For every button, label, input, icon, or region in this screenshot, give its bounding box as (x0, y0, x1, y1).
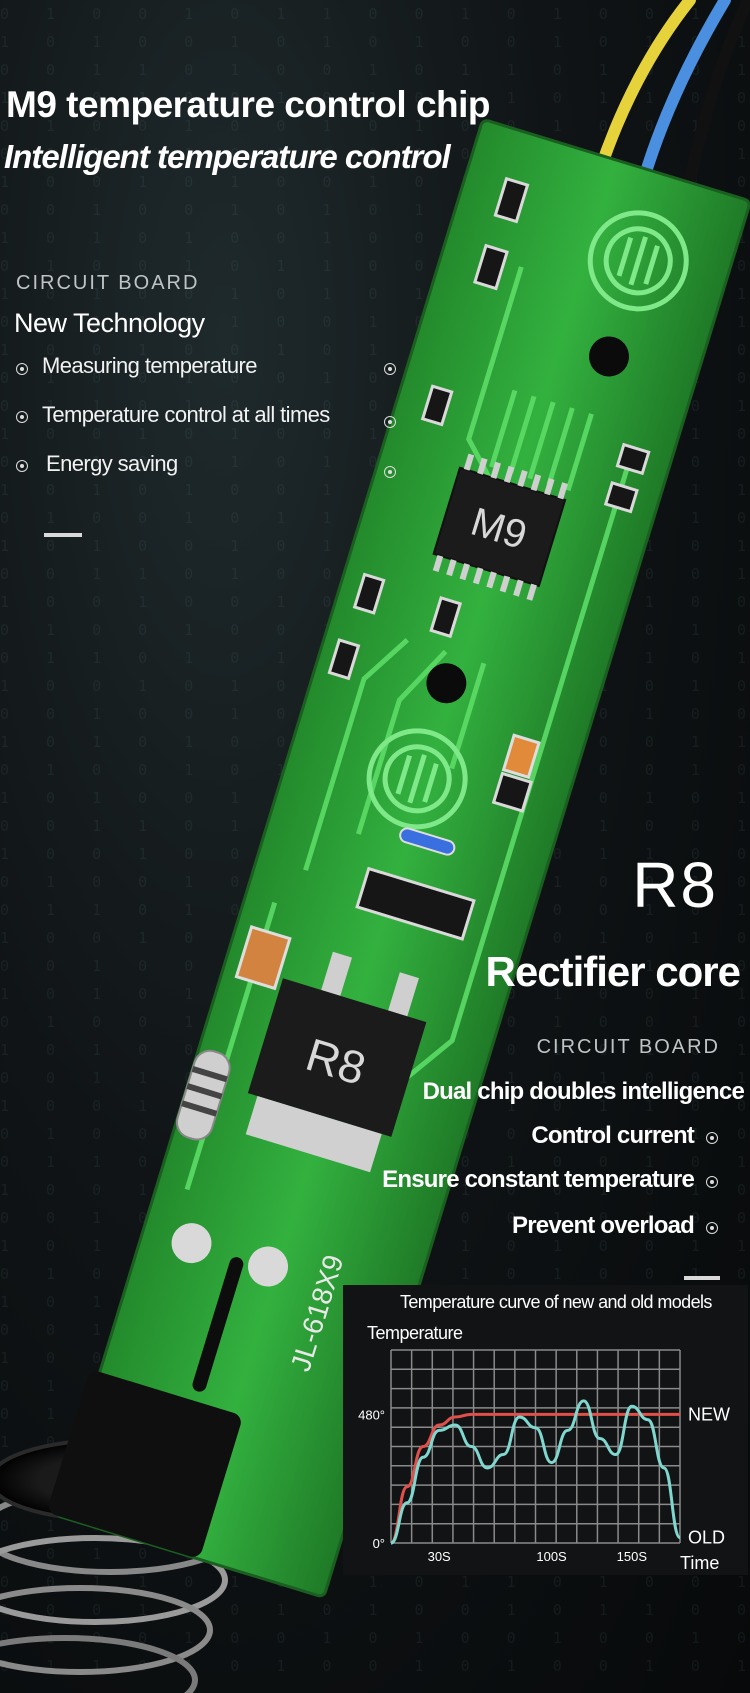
r8-feature-item: Dual chip doubles intelligence (422, 1078, 745, 1105)
x-tick-label: 30S (428, 1549, 451, 1564)
r8-feature-item: Control current (531, 1122, 694, 1149)
yellow-wire (594, 0, 696, 176)
bullet-icon (384, 363, 396, 375)
capacitor-orange (501, 733, 541, 780)
bullet-icon (16, 411, 28, 423)
divider-dash (684, 1276, 720, 1280)
bullet-icon (16, 460, 28, 472)
legend-label-old: OLD (688, 1528, 725, 1548)
x-tick-label: 150S (617, 1549, 648, 1564)
bullet-icon (16, 363, 28, 375)
terminal-block (48, 1371, 241, 1557)
black-wire (684, 0, 750, 186)
r8-feature-item: Prevent overload (512, 1212, 695, 1239)
m9-circuit-board-label: CIRCUIT BOARD (16, 272, 200, 294)
board-slot (192, 1257, 244, 1392)
solder-joint-left (171, 1223, 212, 1264)
m9-feature-item: Energy saving (46, 451, 178, 476)
r8-heading: Rectifier core (485, 948, 741, 995)
m9-heading: New Technology (14, 308, 205, 338)
y-tick-label: 0° (373, 1536, 385, 1551)
y-tick-label: 480° (358, 1407, 385, 1422)
diode (399, 827, 456, 856)
bullet-icon (384, 466, 396, 478)
capacitor-orange-2 (234, 925, 292, 991)
r8-feature-item: Ensure constant temperature (382, 1166, 695, 1193)
bullet-icon (384, 416, 396, 428)
r8-title: R8 (632, 849, 718, 921)
chart-title: Temperature curve of new and old models (400, 1292, 712, 1312)
m9-feature-item: Measuring temperature (42, 353, 257, 378)
smd-components (327, 176, 651, 941)
mount-hole-top (589, 336, 630, 377)
m9-chip: M9 (432, 453, 568, 601)
bullet-icon (706, 1176, 718, 1188)
r8-circuit-board-label: CIRCUIT BOARD (536, 1036, 720, 1058)
r8-chip: R8 (245, 951, 427, 1173)
blue-wire (639, 0, 731, 181)
thermistor-pad-top (587, 210, 689, 312)
page-subtitle: Intelligent temperature control (4, 138, 451, 175)
x-tick-label: 100S (536, 1549, 567, 1564)
wires (594, 0, 750, 186)
page-title: M9 temperature control chip (6, 84, 491, 125)
legend-label-new: NEW (688, 1404, 730, 1424)
divider-dash (44, 533, 82, 537)
solder-joint-right (248, 1246, 289, 1287)
series-line-new (389, 1412, 680, 1545)
x-axis-label: Time (680, 1553, 719, 1573)
y-axis-label: Temperature (367, 1323, 463, 1343)
mount-hole-mid (426, 663, 467, 704)
series-line-old (390, 1399, 682, 1545)
bullet-icon (706, 1222, 718, 1234)
resistor (175, 1049, 231, 1141)
bullet-icon (706, 1132, 718, 1144)
thermistor-pad-mid (366, 728, 468, 830)
m9-feature-item: Temperature control at all times (42, 402, 330, 427)
